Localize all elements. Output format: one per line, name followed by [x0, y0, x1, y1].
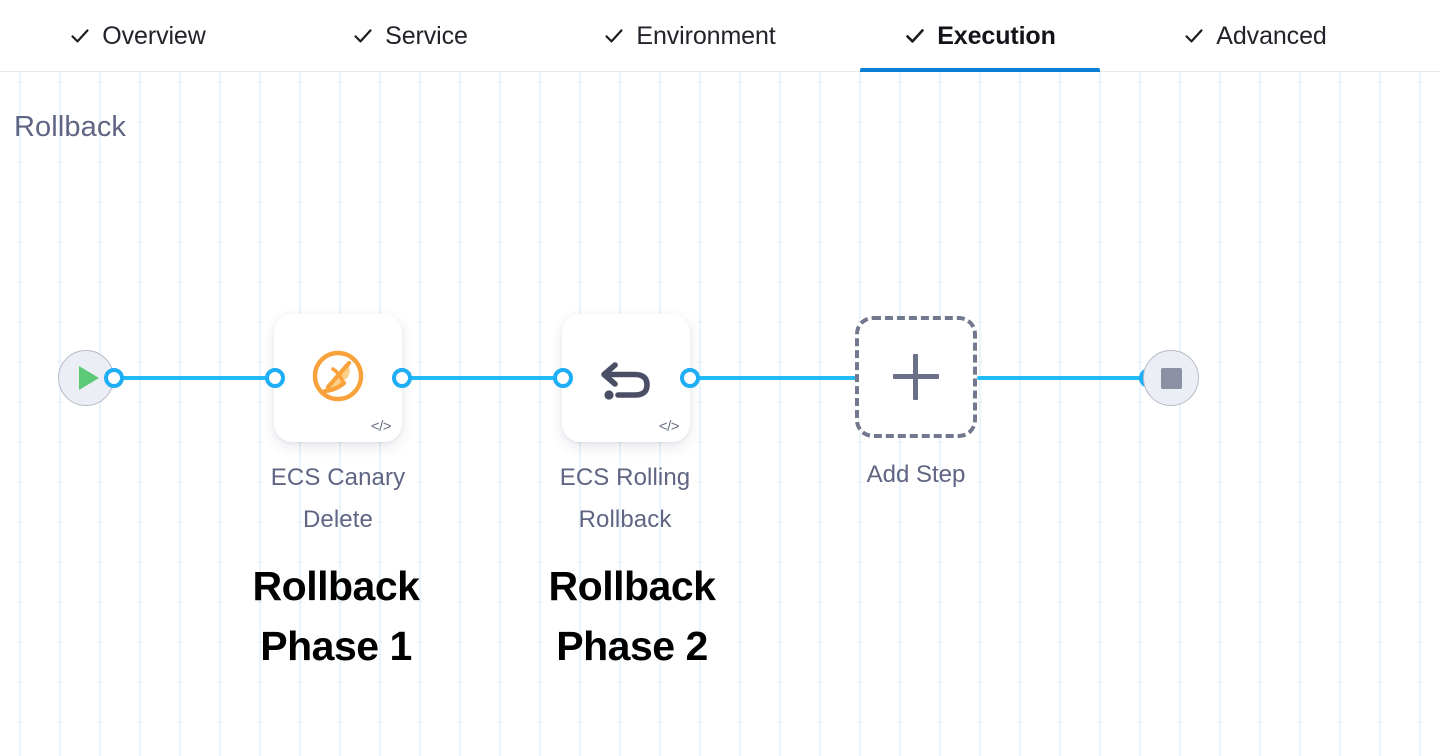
port-rolling-out[interactable]: [680, 368, 700, 388]
edge-add-to-end: [977, 376, 1149, 380]
check-icon: [1183, 25, 1205, 47]
annotation-rollback-phase-2: Rollback Phase 2: [548, 563, 716, 669]
tab-environment-label: Environment: [636, 22, 776, 50]
check-icon: [69, 25, 91, 47]
execution-canvas[interactable]: Rollback </> ECS Canary Delete Rollback …: [0, 72, 1440, 756]
tab-advanced-label: Advanced: [1216, 22, 1327, 50]
port-start-out[interactable]: [104, 368, 124, 388]
tab-execution[interactable]: Execution: [860, 0, 1100, 72]
tab-service-label: Service: [385, 22, 468, 50]
tab-service[interactable]: Service: [325, 0, 495, 72]
plus-icon: [893, 354, 939, 400]
port-canary-in[interactable]: [265, 368, 285, 388]
step-label-ecs-rolling-rollback: ECS Rolling Rollback: [559, 464, 691, 533]
edge-start-to-canary: [113, 376, 283, 380]
check-icon: [352, 25, 374, 47]
port-rolling-in[interactable]: [553, 368, 573, 388]
pipeline-stage-tabbar: Overview Service Environment Execution A…: [0, 0, 1440, 72]
step-node-ecs-canary-delete[interactable]: </>: [274, 314, 402, 442]
start-node[interactable]: [58, 350, 114, 406]
tab-environment[interactable]: Environment: [577, 0, 802, 72]
add-step-button[interactable]: [855, 316, 977, 438]
rollback-undo-icon: [595, 347, 657, 410]
check-icon: [904, 25, 926, 47]
tab-overview[interactable]: Overview: [40, 0, 235, 72]
edge-canary-to-rolling: [401, 376, 571, 380]
step-label-ecs-canary-delete: ECS Canary Delete: [270, 464, 406, 533]
code-badge-icon: </>: [370, 418, 392, 435]
port-canary-out[interactable]: [392, 368, 412, 388]
tab-execution-label: Execution: [937, 22, 1056, 50]
tab-advanced[interactable]: Advanced: [1150, 0, 1360, 72]
annotation-rollback-phase-1: Rollback Phase 1: [252, 563, 420, 669]
add-step-label: Add Step: [866, 461, 966, 488]
active-tab-underline: [860, 68, 1100, 72]
section-title-rollback: Rollback: [14, 111, 127, 143]
step-node-ecs-rolling-rollback[interactable]: </>: [562, 314, 690, 442]
tab-overview-label: Overview: [102, 22, 206, 50]
end-node[interactable]: [1143, 350, 1199, 406]
stop-icon: [1160, 367, 1182, 389]
check-icon: [603, 25, 625, 47]
ecs-canary-delete-icon: [309, 347, 367, 410]
code-badge-icon: </>: [658, 418, 680, 435]
edge-rolling-to-add: [689, 376, 861, 380]
play-icon: [78, 366, 99, 390]
